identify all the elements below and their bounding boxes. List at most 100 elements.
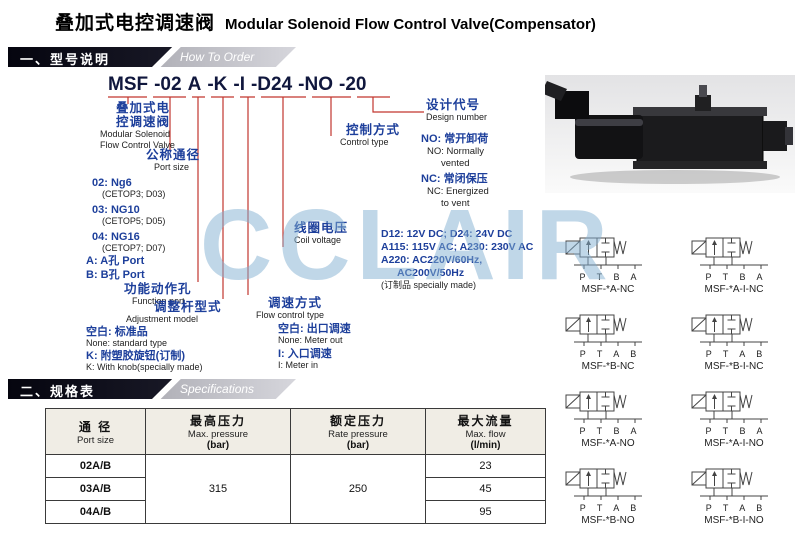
product-photo: [541, 75, 795, 193]
callout-coil-voltage-label: 线圈电压 Coil voltage: [294, 221, 348, 246]
schematic-ports: P T A B: [579, 503, 637, 513]
series-en-line1: Modular Solenoid: [100, 129, 171, 139]
callout-adjustment-model: 调整杆型式 Adjustment model 空白: 标准品 None: sta…: [86, 300, 222, 373]
header-max-flow-en: Max. flow: [465, 429, 506, 440]
adjustment-zh: 调整杆型式: [154, 300, 222, 314]
callout-port-size: 公称通径 Port size 02: Ng6 (CETOP3; D03) 03:…: [92, 148, 200, 254]
port-size-03-note: (CETOP5; D05): [102, 216, 166, 226]
banner-dark-shape: [8, 379, 173, 399]
function-port-a: A: A孔 Port: [86, 255, 145, 267]
adjustment-none-en: None: standard type: [86, 338, 168, 348]
model-code-size: -02: [154, 74, 182, 95]
schematic-msf-a-no: P T B A MSF-*A-NO: [545, 376, 671, 453]
series-zh-line1: 叠加式电: [116, 101, 171, 115]
port-size-zh: 公称通径: [146, 148, 201, 162]
control-nc-en2: to vent: [441, 198, 470, 209]
port-size-03: 03: NG10: [92, 204, 140, 216]
schematic-label: MSF-*B-I-NO: [704, 515, 764, 526]
model-code-voltage: -D24: [250, 74, 293, 95]
model-code-knob: -K: [207, 74, 228, 95]
header-port-size-zh: 通 径: [78, 419, 113, 434]
coil-voltage-ac: A115: 115V AC; A230: 230V AC: [381, 241, 534, 253]
model-code-control: -NO: [298, 74, 333, 95]
model-code-port: A: [187, 74, 202, 95]
callout-coil-voltage-values: D12: 12V DC; D24: 24V DC A115: 115V AC; …: [381, 228, 533, 291]
valve-schematic-icon: [691, 237, 768, 269]
max-pressure-value: 315: [145, 454, 291, 524]
series-zh-line2: 控调速阀: [116, 115, 171, 129]
valve-schematic-icon: [565, 468, 642, 500]
port-size-en: Port size: [154, 162, 190, 172]
valve-schematic-icon: [565, 237, 642, 269]
section1-title-zh: 一、型号说明: [20, 52, 111, 67]
callout-function-port: A: A孔 Port B: B孔 Port 功能动作孔 Function por…: [86, 254, 192, 307]
spec-header-rate-pressure: 额定压力 Rate pressure (bar): [290, 408, 426, 455]
header-max-flow-zh: 最大流量: [457, 414, 514, 428]
design-number-en: Design number: [426, 112, 488, 122]
flow-control-none-zh: 空白: 出口调速: [278, 323, 351, 335]
schematic-ports: P T A B: [579, 349, 637, 359]
function-port-b: B: B孔 Port: [86, 269, 145, 281]
section2-title-en: Specifications: [180, 382, 255, 396]
port-size-04-note: (CETOP7; D07): [102, 243, 166, 253]
spec-header-max-pressure: 最高压力 Max. pressure (bar): [145, 408, 291, 455]
model-code-meter: -I: [233, 74, 245, 95]
schematic-ports: P T A B: [705, 503, 763, 513]
section-specifications-banner: 二、规格表 Specifications: [8, 379, 296, 399]
schematic-ports: P T B A: [579, 426, 637, 436]
schematic-msf-b-nc: P T A B MSF-*B-NC: [545, 299, 671, 376]
section-how-to-order-banner: 一、型号说明 How To Order: [8, 47, 296, 67]
schematic-msf-a-i-no: P T B A MSF-*A-I-NO: [671, 376, 797, 453]
header-max-flow-unit: (l/min): [470, 440, 501, 451]
spec-header-port-size: 通 径 Port size: [45, 408, 146, 455]
callout-series: 叠加式电 控调速阀 Modular Solenoid Flow Control …: [100, 101, 175, 151]
callout-design-number: 设计代号 Design number: [426, 98, 487, 123]
flow-control-none-en: None: Meter out: [278, 335, 343, 345]
control-no-zh: NO: 常开卸荷: [421, 133, 489, 145]
schematic-grid: P T B A MSF-*A-NC P T B A MSF-*A-I-NC P …: [545, 222, 797, 530]
flow-control-i-en: I: Meter in: [278, 360, 319, 370]
header-port-size-en: Port size: [77, 434, 114, 446]
schematic-ports: P T B A: [705, 272, 763, 282]
schematic-ports: P T B A: [579, 272, 637, 282]
header-max-pressure-zh: 最高压力: [189, 414, 246, 428]
table-row: 02A/B 315 250 23: [45, 454, 546, 524]
valve-schematic-icon: [691, 468, 768, 500]
model-code-prefix: MSF: [108, 74, 149, 95]
spec-table: 通 径 Port size 最高压力 Max. pressure (bar) 额…: [45, 408, 546, 524]
adjustment-k-en: K: With knob(specially made): [86, 362, 203, 372]
page-title-zh: 叠加式电控调速阀: [55, 13, 216, 34]
coil-voltage-note: (订制品 specially made): [381, 280, 477, 290]
schematic-msf-b-i-no: P T A B MSF-*B-I-NO: [671, 453, 797, 530]
function-port-en: Function port: [132, 296, 185, 306]
function-port-zh: 功能动作孔: [124, 282, 192, 296]
max-flow-02ab: 23: [425, 454, 546, 478]
control-type-en: Control type: [340, 137, 389, 147]
spec-header-max-flow: 最大流量 Max. flow (l/min): [425, 408, 546, 455]
port-size-04: 04: NG16: [92, 231, 140, 243]
schematic-label: MSF-*B-I-NC: [704, 361, 764, 372]
coil-voltage-dc: D12: 12V DC; D24: 24V DC: [381, 228, 513, 240]
header-max-pressure-en: Max. pressure: [187, 429, 249, 440]
port-size-02: 02: Ng6: [92, 177, 132, 189]
max-flow-04ab: 95: [425, 500, 546, 524]
valve-schematic-icon: [691, 391, 768, 423]
schematic-label: MSF-*B-NC: [581, 361, 635, 372]
design-number-zh: 设计代号: [426, 98, 481, 112]
schematic-label: MSF-*A-NO: [581, 438, 635, 449]
flow-control-zh: 调速方式: [268, 296, 323, 310]
schematic-msf-a-i-nc: P T B A MSF-*A-I-NC: [671, 222, 797, 299]
header-rate-pressure-zh: 额定压力: [329, 414, 386, 428]
control-no-en2: vented: [441, 158, 470, 169]
table-row: 04A/B 95: [45, 500, 546, 524]
adjustment-en: Adjustment model: [126, 314, 199, 324]
banner-gray-shape: [160, 47, 296, 67]
banner-gray-shape: [160, 379, 296, 399]
max-flow-03ab: 45: [425, 477, 546, 501]
section2-title-zh: 二、规格表: [20, 384, 96, 399]
port-size-04ab: 04A/B: [45, 500, 146, 524]
valve-schematic-icon: [691, 314, 768, 346]
flow-control-i-zh: I: 入口调速: [278, 348, 332, 360]
callout-control-type-label: 控制方式 Control type: [340, 123, 400, 148]
